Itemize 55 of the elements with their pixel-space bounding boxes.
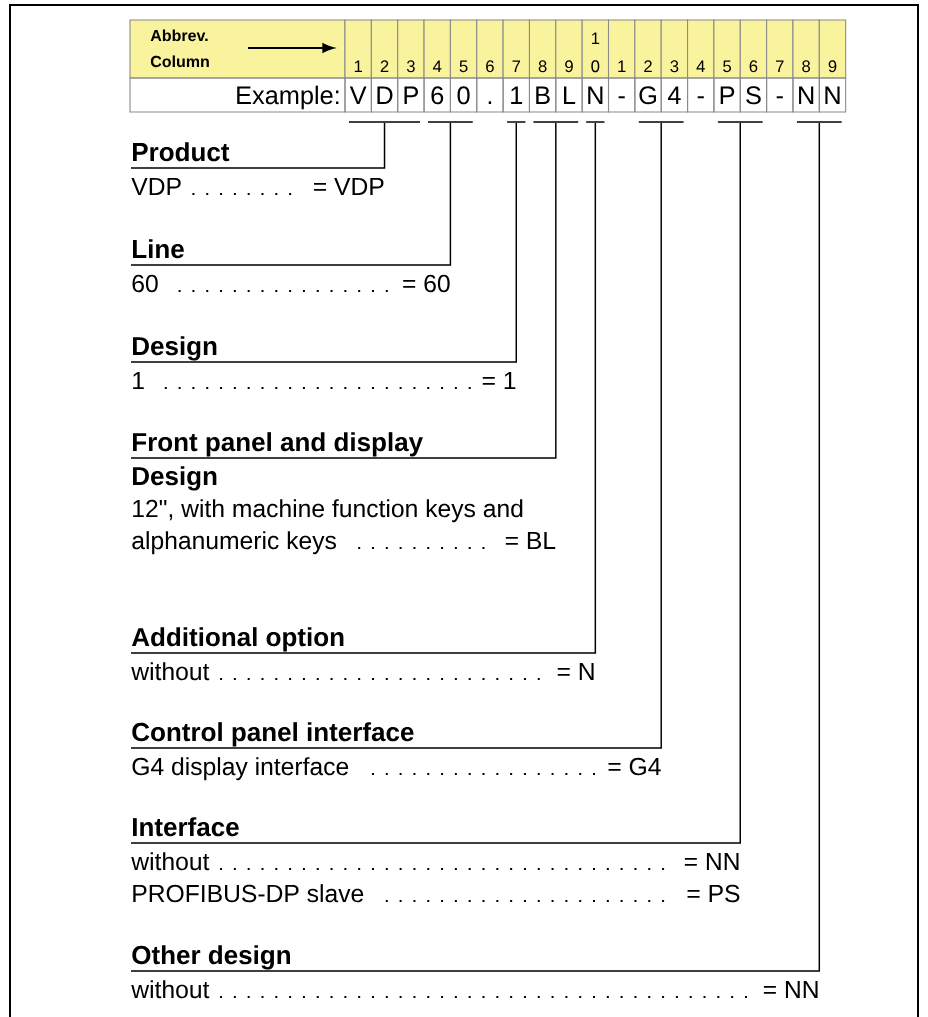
column-number-cell: 2 — [634, 19, 662, 79]
column-number-cell: 4 — [687, 19, 715, 79]
section-text: Control panel interface G4 display interface = G4 — [132, 722, 661, 781]
table-cell: S — [739, 77, 768, 113]
column-number-cell: 5 — [713, 19, 741, 79]
leader-line — [130, 122, 386, 169]
table-cell: P — [713, 77, 741, 113]
leader-line — [130, 122, 662, 749]
table-cell: N — [818, 77, 847, 113]
column-number-cell: 6 — [739, 19, 768, 79]
column-number-cell: 7 — [502, 19, 530, 79]
table-cell: 1 — [502, 77, 530, 113]
leader-line — [130, 122, 517, 363]
table-cell: - — [766, 77, 794, 113]
table-cell: Example: — [129, 77, 346, 113]
column-number-cell: 1 — [607, 19, 636, 79]
column-number-cell: 4 — [423, 19, 451, 79]
table-cell: D — [370, 77, 399, 113]
table-cell: G — [634, 77, 662, 113]
table-cell: B — [528, 77, 557, 113]
section-text: Other design without = NN — [131, 945, 818, 999]
table-cell: V — [344, 77, 372, 113]
table-cell: 4 — [660, 77, 689, 113]
section-text: Interface without = NN PROFIBUS-DP slave = PS — [131, 817, 740, 903]
table-cell: P — [397, 77, 425, 113]
leader-line — [130, 122, 452, 266]
table-cell: N — [792, 77, 820, 113]
column-number-cell: 2 — [370, 19, 399, 79]
leader-line — [130, 122, 741, 844]
section-text: Front panel and display Design 12", with machine function keys and alphanumeric keys = BL — [132, 432, 556, 555]
table-cell: . — [476, 77, 504, 113]
table-cell: L — [555, 77, 583, 113]
table-cell: 6 — [423, 77, 451, 113]
column-number-cell: 7 — [766, 19, 794, 79]
column-number-cell: 3 — [660, 19, 689, 79]
column-number-cell: 1 — [344, 19, 372, 79]
column-number-cell: 8 — [528, 19, 557, 79]
column-number-cell: 5 — [449, 19, 478, 79]
column-number-cell: 3 — [397, 19, 425, 79]
leader-line — [130, 122, 821, 972]
section-text: Product VDP = VDP — [131, 142, 384, 196]
column-number-cell: 6 — [476, 19, 504, 79]
section-text: Additional option without = N — [131, 627, 594, 681]
column-number-cell: 8 — [792, 19, 820, 79]
table-cell: N — [581, 77, 610, 113]
column-number-cell: 9 — [818, 19, 847, 79]
section-text: Design 1 = 1 — [133, 336, 516, 390]
table-cell: - — [607, 77, 636, 113]
table-cell: 0 — [449, 77, 478, 113]
leader-line — [130, 122, 557, 459]
section-text: Line 60 = 60 — [132, 239, 450, 293]
column-number-cell: 9 — [555, 19, 583, 79]
table-cell: - — [687, 77, 715, 113]
leader-line — [130, 122, 597, 654]
column-number-cell: 1 0 — [581, 19, 610, 79]
